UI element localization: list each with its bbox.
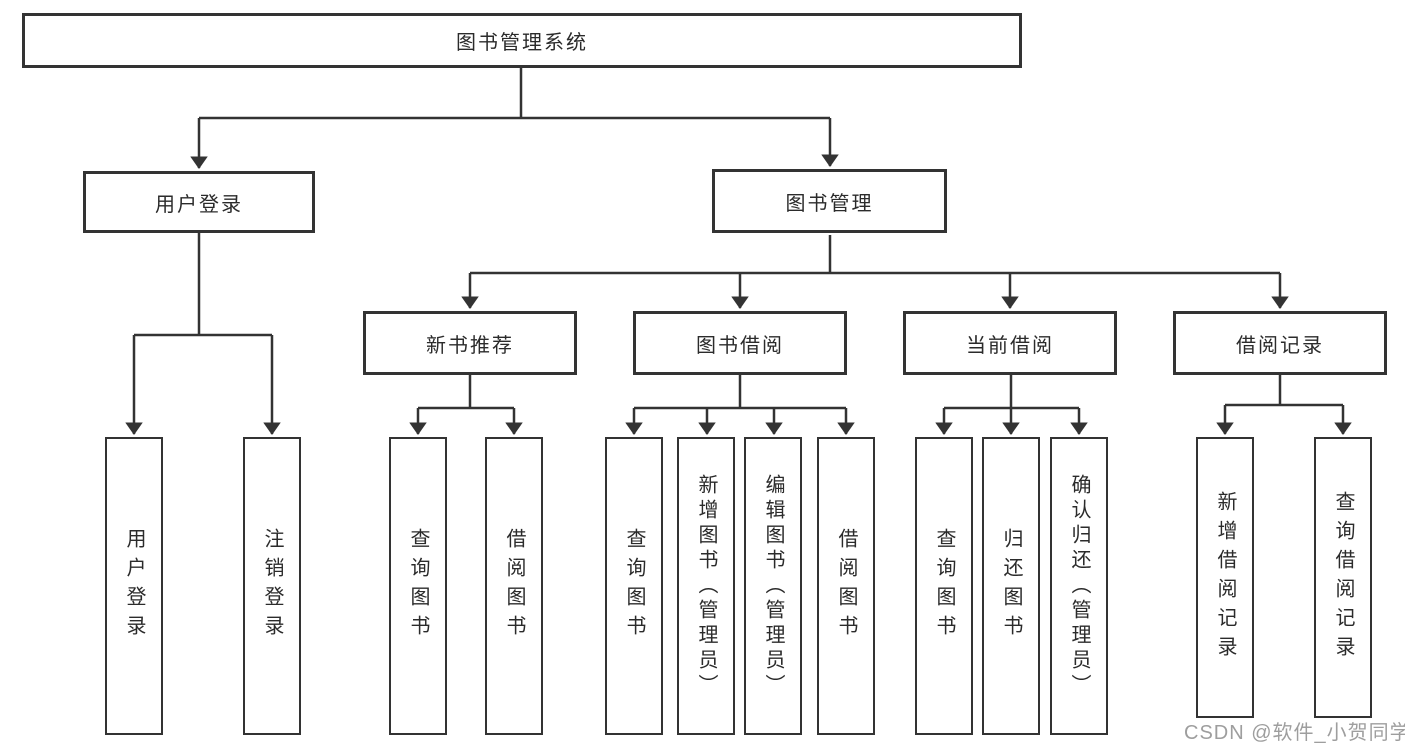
leaf-edit-books-admin-label: 编辑图书（管理员）: [762, 473, 784, 699]
node-book-management-label: 图书管理: [785, 192, 874, 215]
node-user-login: 用户登录: [83, 171, 315, 233]
csdn-watermark: CSDN @软件_小贺同学: [1184, 722, 1405, 744]
node-library-system: 图书管理系统: [22, 13, 1022, 68]
node-book-borrow: 图书借阅: [633, 311, 847, 375]
leaf-borrow-books-recommend-label: 借阅图书: [503, 528, 525, 644]
node-user-login-label: 用户登录: [155, 193, 243, 216]
node-borrow-records: 借阅记录: [1173, 311, 1387, 375]
leaf-user-login: 用户登录: [105, 437, 163, 735]
leaf-add-books-admin: 新增图书（管理员）: [677, 437, 735, 735]
leaf-borrow-books-label: 借阅图书: [835, 528, 857, 644]
leaf-query-books-recommend-label: 查询图书: [407, 528, 429, 644]
node-new-book-recommend: 新书推荐: [363, 311, 577, 375]
node-book-borrow-label: 图书借阅: [696, 334, 784, 357]
leaf-borrow-books-recommend: 借阅图书: [485, 437, 543, 735]
leaf-query-books-recommend: 查询图书: [389, 437, 447, 735]
leaf-user-login-label: 用户登录: [123, 528, 145, 644]
leaf-confirm-return-admin: 确认归还（管理员）: [1050, 437, 1108, 735]
leaf-return-books-label: 归还图书: [1000, 528, 1022, 644]
leaf-add-borrow-record: 新增借阅记录: [1196, 437, 1254, 718]
leaf-query-borrow-record-label: 查询借阅记录: [1332, 490, 1354, 665]
node-library-system-label: 图书管理系统: [456, 32, 588, 54]
leaf-query-borrow-record: 查询借阅记录: [1314, 437, 1372, 718]
leaf-edit-books-admin: 编辑图书（管理员）: [744, 437, 802, 735]
leaf-query-books-current-label: 查询图书: [933, 528, 955, 644]
leaf-logout-label: 注销登录: [261, 528, 283, 644]
leaf-logout: 注销登录: [243, 437, 301, 735]
leaf-add-books-admin-label: 新增图书（管理员）: [695, 473, 717, 699]
node-book-management: 图书管理: [712, 169, 947, 233]
leaf-confirm-return-admin-label: 确认归还（管理员）: [1068, 473, 1090, 699]
leaf-return-books: 归还图书: [982, 437, 1040, 735]
node-current-borrow: 当前借阅: [903, 311, 1117, 375]
leaf-query-books-borrow-label: 查询图书: [623, 528, 645, 644]
node-borrow-records-label: 借阅记录: [1236, 334, 1324, 357]
leaf-borrow-books: 借阅图书: [817, 437, 875, 735]
leaf-query-books-borrow: 查询图书: [605, 437, 663, 735]
leaf-query-books-current: 查询图书: [915, 437, 973, 735]
node-new-book-recommend-label: 新书推荐: [426, 334, 514, 357]
node-current-borrow-label: 当前借阅: [966, 334, 1054, 357]
leaf-add-borrow-record-label: 新增借阅记录: [1214, 490, 1236, 665]
